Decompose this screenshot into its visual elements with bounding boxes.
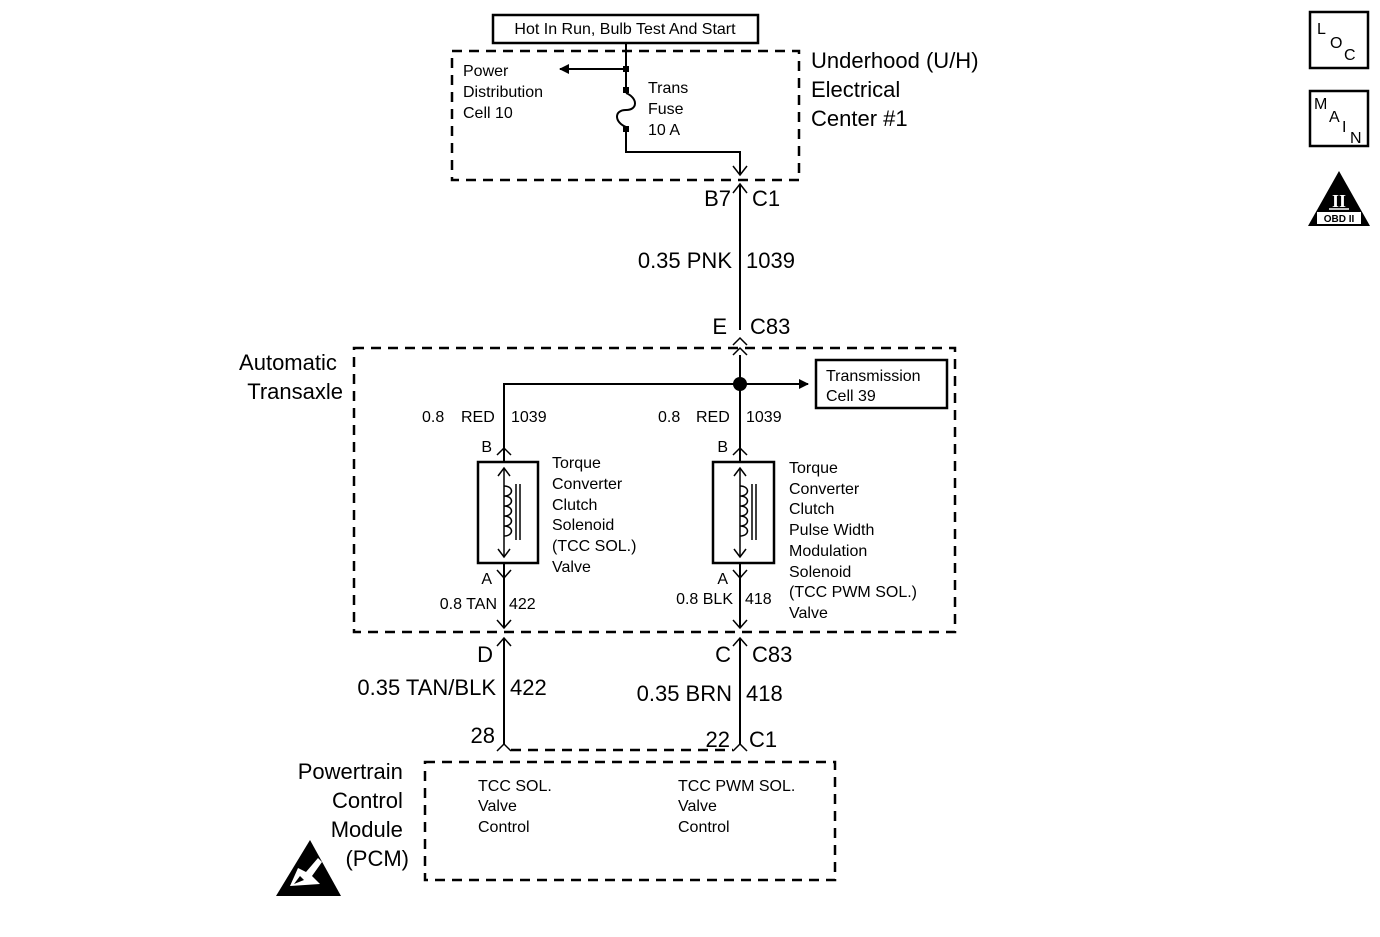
svg-text:L: L [1317,21,1326,38]
main-icon[interactable]: M A I N [1308,89,1370,148]
brn-gauge-color: 0.35 BRN [637,681,732,706]
solenoid-coil-icon [733,466,757,559]
power-source-label: Hot In Run, Bulb Test And Start [514,21,736,38]
pcm-border [423,760,837,882]
c83-out-left-male-icon [496,619,512,630]
underhood-electrical-center: Underhood (U/H) Electrical Center #1 Pow… [450,43,985,211]
pcm-conn: C1 [749,727,777,752]
svg-text:OBD II: OBD II [1324,214,1355,225]
transmission-ref-label: Transmission Cell 39 [826,368,925,405]
pcm-pin-left: 28 [471,723,495,748]
right-feed-gauge: 0.8 [658,409,680,426]
pcm-module: Powertrain Control Module (PCM) TCC SOL.… [276,748,837,896]
pwm-control-label: TCC PWM SOL. Valve Control [678,778,800,836]
tcc-pin-top: B [481,439,492,456]
c83-out-right-male-icon [732,619,748,630]
left-feed-circuit: 1039 [511,409,547,426]
pcm-title: Powertrain Control Module (PCM) [298,759,409,871]
c83-out-pin-left: D [477,642,493,667]
tcc-solenoid: B Torque Converter Clutch Solenoid (TCC … [440,439,641,628]
automatic-transaxle: Automatic Transaxle Transmission Cell 39… [239,346,957,634]
left-feed-gauge: 0.8 [422,409,444,426]
brn-circuit: 418 [746,681,783,706]
pwm-output-circuit: 418 [745,591,772,608]
c83-out-pin-right: C [715,642,731,667]
svg-text:A: A [1329,109,1340,126]
svg-text:M: M [1314,96,1327,113]
transaxle-input-conn: C83 [750,314,790,339]
c83-input-connector-icon [732,336,748,346]
svg-text:N: N [1350,130,1362,147]
tcc-solenoid-box [476,460,540,565]
pwm-pin-top: B [717,439,728,456]
svg-text:I: I [1342,119,1346,136]
power-source-box: Hot In Run, Bulb Test And Start [491,13,760,45]
svg-text:II: II [1332,191,1346,211]
pcm-pin-right: 22 [706,727,730,752]
fuse-out-wire [625,132,741,175]
pdc-splice-dot [623,66,629,72]
transmission-ref-box [814,358,949,410]
pdc-label: Power Distribution Cell 10 [463,63,547,122]
tcc-output-circuit: 422 [509,596,536,613]
splice-dot [733,377,747,391]
right-feed-color: RED [696,409,730,426]
uh-connector-pin: B7 [704,186,731,211]
main-wire-gauge-color: 0.35 PNK [638,248,732,273]
uh-connector-id: C1 [752,186,780,211]
tan-blk-gauge-color: 0.35 TAN/BLK [357,675,496,700]
right-feed-circuit: 1039 [746,409,782,426]
main-wire-circuit: 1039 [746,248,795,273]
pcm-connector-left-icon [496,742,512,752]
fuse-icon [616,87,636,132]
transaxle-input-pin: E [712,314,727,339]
uh-connector-male-icon [732,165,748,177]
esd-warning-icon [276,840,341,896]
pwm-solenoid: B Torque Converter Clutch Pulse Width Mo… [676,439,921,628]
pwm-output-gauge-color: 0.8 BLK [676,591,733,608]
left-feed-wire [503,383,740,448]
fuse-label: Trans Fuse 10 A [648,80,693,139]
svg-text:C: C [1344,47,1356,64]
pcm-connector-right-icon [732,742,748,752]
tcc-solenoid-label: Torque Converter Clutch Solenoid (TCC SO… [552,455,641,576]
tcc-output-gauge-color: 0.8 TAN [440,596,497,613]
c83-out-conn: C83 [752,642,792,667]
obd-ii-icon[interactable]: II OBD II [1308,171,1370,226]
tan-blk-circuit: 422 [510,675,547,700]
left-feed-color: RED [461,409,495,426]
tcc-control-label: TCC SOL. Valve Control [478,778,556,836]
transaxle-title: Automatic Transaxle [239,350,343,404]
tcc-pin-bottom: A [481,571,492,588]
svg-text:O: O [1330,35,1342,52]
pwm-solenoid-label: Torque Converter Clutch Pulse Width Modu… [789,460,921,622]
uh-center-title: Underhood (U/H) Electrical Center #1 [811,48,985,131]
pwm-pin-bottom: A [717,571,728,588]
solenoid-coil-icon [497,466,521,559]
loc-icon[interactable]: L O C [1308,10,1370,70]
pwm-solenoid-box [711,460,776,565]
